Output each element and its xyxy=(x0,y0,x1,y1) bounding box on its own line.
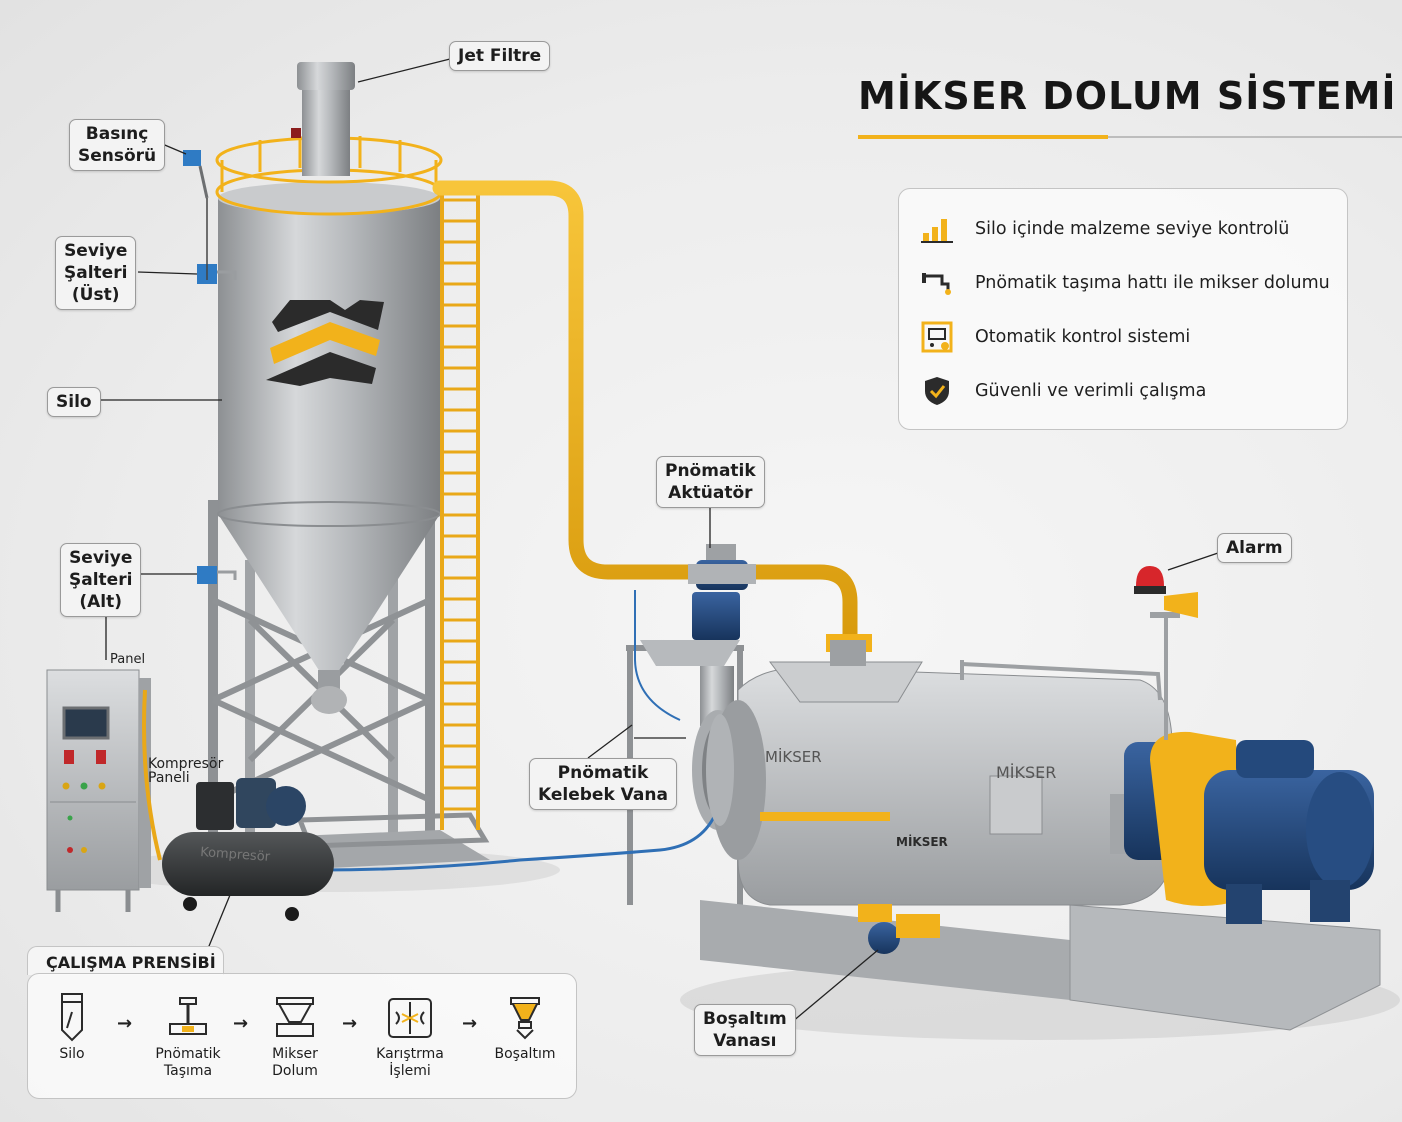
feature-text: Silo içinde malzeme seviye kontrolü xyxy=(975,219,1290,239)
seviye-ust-line-2: Şalteri xyxy=(64,263,128,283)
page-title: MİKSER DOLUM SİSTEMİ xyxy=(858,74,1397,118)
seviye-alt-line-2: Şalteri xyxy=(69,570,133,590)
discharge-icon xyxy=(470,990,580,1046)
panel-small-label: Panel xyxy=(110,652,146,667)
kompresor-paneli-line-1: Kompresör xyxy=(148,756,224,772)
principle-tab xyxy=(27,946,224,975)
arrow-icon: → xyxy=(462,1013,478,1034)
pipe-icon xyxy=(133,990,243,1046)
feature-item: Güvenli ve verimli çalışma xyxy=(919,374,1206,408)
arrow-icon: → xyxy=(117,1013,133,1034)
shield-icon xyxy=(919,374,955,408)
mixer-band-label: MİKSER xyxy=(896,834,948,849)
step-karistirma: Karıştrma İşlemi xyxy=(355,990,465,1080)
arrow-icon: → xyxy=(233,1013,249,1034)
seviye-alt-line-1: Seviye xyxy=(69,548,133,568)
title-divider xyxy=(858,136,1402,138)
step-label: Karıştrma xyxy=(376,1046,444,1062)
arrow-icon: → xyxy=(342,1013,358,1034)
step-label: Boşaltım xyxy=(494,1046,556,1062)
mixer-brand-right: MİKSER xyxy=(996,763,1056,782)
compressor: Kompresör xyxy=(162,778,334,921)
seviye-ust-line-1: Seviye xyxy=(64,241,128,261)
aktuator-line-2: Aktüatör xyxy=(668,483,753,503)
step-label: Pnömatik xyxy=(155,1046,221,1062)
control-panel-icon xyxy=(919,320,955,354)
kompresor-paneli-line-2: Paneli xyxy=(148,770,190,786)
feature-item: Silo içinde malzeme seviye kontrolü xyxy=(919,212,1289,246)
step-label: Dolum xyxy=(272,1063,318,1079)
features-panel: Silo içinde malzeme seviye kontrolü Pnöm… xyxy=(898,188,1348,430)
mixing-icon xyxy=(355,990,465,1046)
silo-icon xyxy=(17,990,127,1046)
mixer-brand-left: MİKSER xyxy=(765,747,822,766)
compressor-label: Kompresör xyxy=(200,845,271,865)
bosaltim-line-1: Boşaltım xyxy=(703,1009,787,1029)
bosaltim-line-2: Vanası xyxy=(713,1031,777,1051)
title-divider-accent xyxy=(858,135,1108,139)
callout-silo: Silo xyxy=(47,387,101,417)
step-mikser-dolum: Mikser Dolum xyxy=(240,990,350,1080)
feature-text: Güvenli ve verimli çalışma xyxy=(975,381,1207,401)
callout-basinc-sensoru: Basınç Sensörü xyxy=(69,119,166,171)
basinc-line-2: Sensörü xyxy=(78,146,157,166)
feature-text: Pnömatik taşıma hattı ile mikser dolumu xyxy=(975,273,1330,293)
mixer: MİKSER MİKSER MİKSER xyxy=(700,566,1381,1031)
step-label: Silo xyxy=(59,1046,85,1062)
callout-pnomatik-kelebek: Pnömatik Kelebek Vana xyxy=(529,758,677,810)
kelebek-line-2: Kelebek Vana xyxy=(538,785,668,805)
step-pnomatik: Pnömatik Taşıma xyxy=(133,990,243,1080)
callout-pnomatik-aktuator: Pnömatik Aktüatör xyxy=(656,456,765,508)
silo-label: Silo xyxy=(56,392,92,412)
callout-alarm: Alarm xyxy=(1217,533,1292,563)
aktuator-line-1: Pnömatik xyxy=(665,461,756,481)
feature-item: Otomatik kontrol sistemi xyxy=(919,320,1190,354)
callout-seviye-alt: Seviye Şalteri (Alt) xyxy=(60,543,142,617)
basinc-line-1: Basınç xyxy=(85,124,149,144)
feature-item: Pnömatik taşıma hattı ile mikser dolumu xyxy=(919,266,1330,300)
kompresor-paneli-label: Kompresör Paneli xyxy=(148,757,223,785)
callout-jet-filtre: Jet Filtre xyxy=(449,41,551,71)
jet-filtre-label: Jet Filtre xyxy=(458,46,542,66)
kelebek-line-1: Pnömatik xyxy=(557,763,649,783)
pneumatic-actuator xyxy=(688,544,756,654)
callout-bosaltim-vanasi: Boşaltım Vanası xyxy=(694,1004,796,1056)
step-label: Mikser xyxy=(272,1046,318,1062)
step-label: İşlemi xyxy=(389,1063,431,1079)
step-silo: Silo xyxy=(17,990,127,1063)
seviye-ust-line-3: (Üst) xyxy=(71,285,120,305)
mixer-hopper-icon xyxy=(240,990,350,1046)
pipe-faucet-icon xyxy=(919,266,955,300)
bar-chart-icon xyxy=(919,212,955,246)
seviye-alt-line-3: (Alt) xyxy=(79,592,123,612)
step-label: Taşıma xyxy=(163,1063,213,1079)
step-bosaltim: Boşaltım xyxy=(470,990,580,1063)
feature-text: Otomatik kontrol sistemi xyxy=(975,327,1191,347)
control-panel xyxy=(46,669,162,912)
callout-seviye-ust: Seviye Şalteri (Üst) xyxy=(55,236,137,310)
pneumatic-pipe xyxy=(432,180,858,648)
alarm-label: Alarm xyxy=(1226,538,1283,558)
principle-title: ÇALIŞMA PRENSİBİ xyxy=(46,953,216,972)
